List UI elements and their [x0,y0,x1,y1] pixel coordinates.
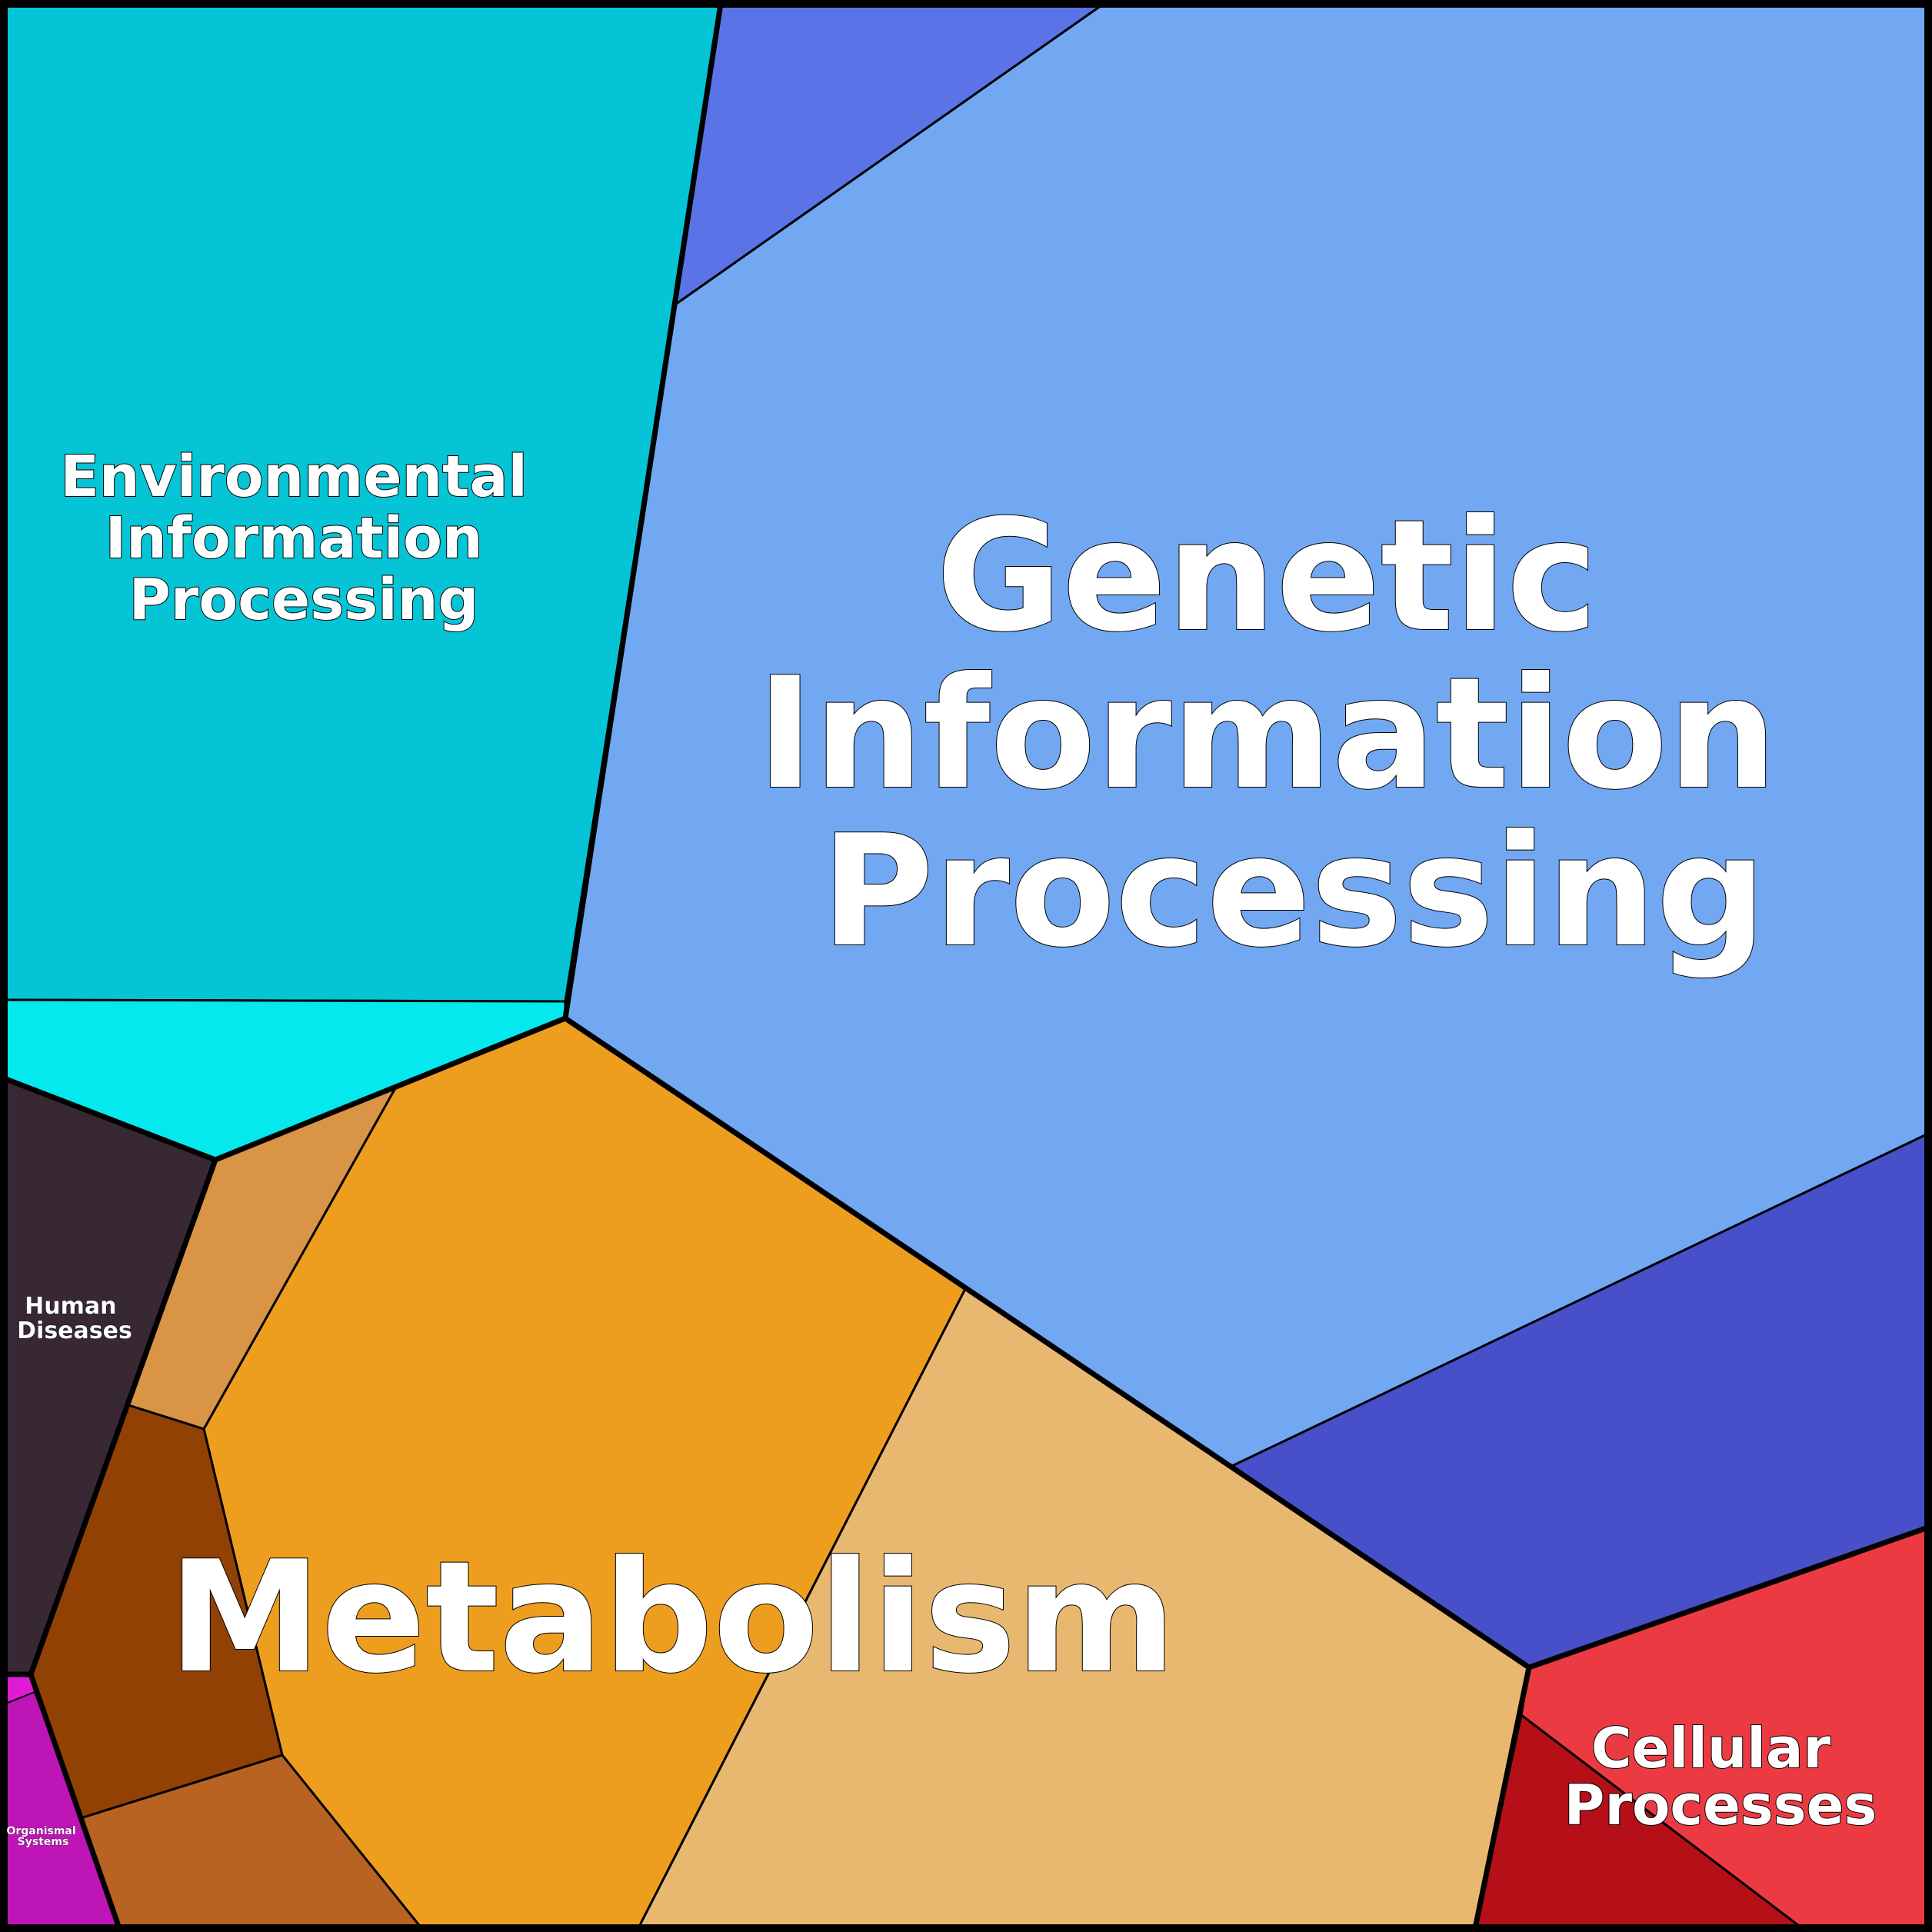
label-genetic-information-processing: Genetic Information Processing [757,487,1831,981]
label-environmental-information-processing: Environmental Information Processing [60,444,547,633]
label-cellular-processes: Cellular Processes [1564,1716,1877,1837]
label-metabolism: Metabolism [168,1528,1176,1707]
label-organismal-systems: Organismal Systems [6,1825,79,1848]
category-boundaries [2,3,1930,1930]
region-genetic-information-processing [564,2,1930,1669]
region-metabolism [29,1017,1531,1930]
label-human-diseases: Human Diseases [17,1293,132,1344]
